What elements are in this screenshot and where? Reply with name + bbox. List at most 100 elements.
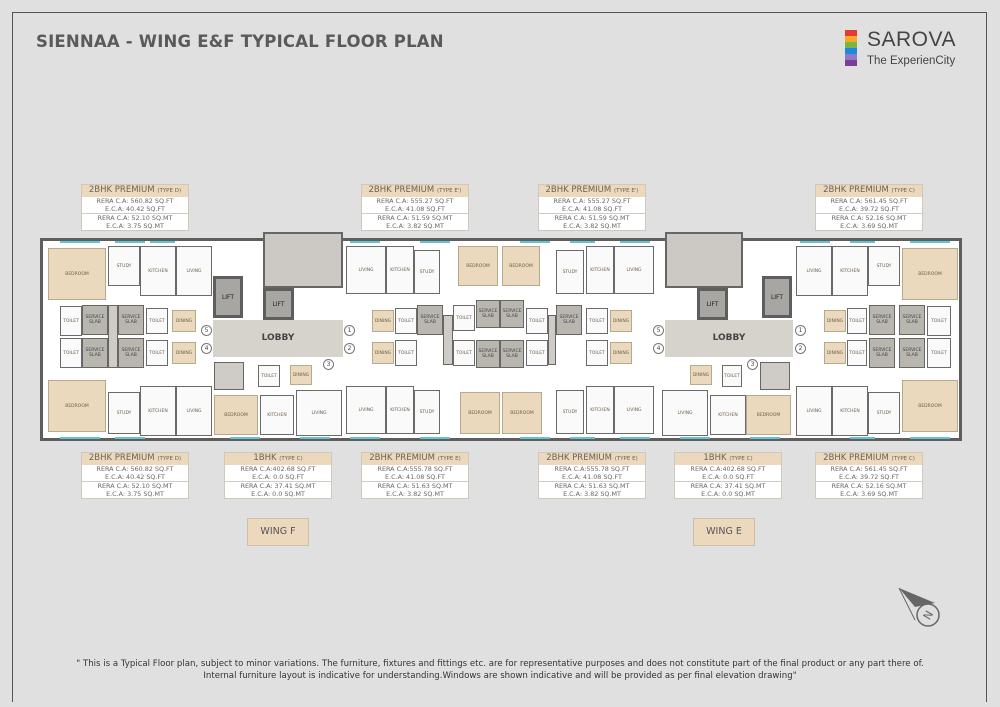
room-bedroom: BEDROOM (902, 248, 958, 300)
room-service-slab: SERVICE SLAB (899, 338, 925, 368)
unit-area-card: 2BHK PREMIUM (TYPE C) RERA C.A: 561.45 S… (815, 184, 923, 231)
room-study: STUDY (414, 250, 440, 294)
room-toilet: TOILET (395, 308, 417, 334)
eca-sqmt: E.C.A: 3.69 SQ.MT (840, 490, 898, 498)
unit-type: 2BHK PREMIUM (TYPE C) (816, 185, 922, 197)
eca-sqmt: E.C.A: 3.75 SQ.MT (106, 490, 164, 498)
unit-type: 2BHK PREMIUM (TYPE D) (82, 453, 188, 465)
unit-type: 2BHK PREMIUM (TYPE D) (82, 185, 188, 197)
rera-carpet-area-sqmt: RERA C.A: 52.10 SQ.MT (82, 213, 188, 222)
room-lobby: LOBBY (213, 320, 343, 357)
unit-type: 2BHK PREMIUM (TYPE E) (362, 453, 468, 465)
room-kitchen: KITCHEN (140, 386, 176, 436)
window (620, 241, 650, 243)
room-service-slab: SERVICE SLAB (476, 340, 500, 368)
window (115, 437, 145, 439)
unit-type-name: 2BHK PREMIUM (545, 185, 612, 195)
room-bedroom: BEDROOM (502, 392, 542, 434)
room-dining: DINING (172, 310, 196, 332)
unit-type-name: 2BHK PREMIUM (823, 453, 889, 463)
flat-door-number: 2 (795, 343, 806, 354)
eca-sqmt: E.C.A: 3.82 SQ.MT (386, 222, 444, 230)
unit-area-card: 2BHK PREMIUM (TYPE D) RERA C.A: 560.82 S… (81, 184, 189, 231)
unit-area-card: 2BHK PREMIUM (TYPE E') RERA C.A: 555.27 … (361, 184, 469, 231)
room-service-slab: SERVICE SLAB (869, 338, 895, 368)
logo-tagline: The ExperienCity (867, 55, 956, 67)
unit-type-name: 2BHK PREMIUM (88, 453, 155, 463)
unit-subtype: (TYPE D) (157, 456, 182, 462)
north-compass-icon: N (895, 585, 945, 634)
room-bedroom: BEDROOM (458, 246, 498, 286)
room-toilet: TOILET (146, 308, 168, 334)
room-service-slab: SERVICE SLAB (899, 305, 925, 335)
rera-carpet-area-sqmt: RERA C.A: 51.63 SQ.MT (362, 481, 468, 490)
unit-area-card: 2BHK PREMIUM (TYPE E) RERA C.A:555.78 SQ… (361, 452, 469, 499)
room-lift: LIFT (213, 276, 243, 318)
logo-mark-icon (845, 30, 857, 66)
window (350, 241, 380, 243)
unit-type-name: 2BHK PREMIUM (369, 453, 435, 463)
eca-sqft: E.C.A: 41.08 SQ.FT (562, 473, 622, 481)
eca-sqmt: E.C.A: 3.69 SQ.MT (840, 222, 898, 230)
sarova-logo: SAROVA The ExperienCity (843, 26, 963, 71)
room-living: LIVING (346, 386, 386, 434)
room-toilet: TOILET (722, 365, 742, 387)
room-study: STUDY (108, 392, 140, 434)
logo-bar (845, 54, 857, 60)
eca-sqft: E.C.A: 39.72 SQ.FT (839, 473, 899, 481)
room-service-slab: SERVICE SLAB (500, 300, 524, 328)
room-dining: DINING (690, 365, 712, 385)
unit-type-name: 1BHK (253, 453, 277, 463)
window (910, 241, 950, 243)
unit-area-card: 1BHK (TYPE C) RERA C.A:402.68 SQ.FT E.C.… (674, 452, 782, 499)
rera-carpet-area-sqmt: RERA C.A: 51.59 SQ.MT (539, 213, 645, 222)
room-study: STUDY (868, 392, 900, 434)
window (850, 437, 875, 439)
unit-type-name: 2BHK PREMIUM (823, 185, 889, 195)
room-lift: LIFT (762, 276, 792, 318)
unit-type: 1BHK (TYPE C) (675, 453, 781, 465)
flat-door-number: 1 (344, 325, 355, 336)
disclaimer-line-2: Internal furniture layout is indicative … (203, 671, 797, 681)
room-study: STUDY (868, 246, 900, 286)
room-service-slab: SERVICE SLAB (82, 338, 108, 368)
room-living: LIVING (346, 246, 386, 294)
unit-area-card: 2BHK PREMIUM (TYPE E') RERA C.A: 555.27 … (538, 184, 646, 231)
room-study: STUDY (108, 246, 140, 286)
room-kitchen: KITCHEN (386, 386, 414, 434)
flat-door-number: 3 (323, 359, 334, 370)
duct-shaft (548, 315, 556, 365)
room-lift: LIFT (697, 288, 728, 320)
room-service-slab: SERVICE SLAB (118, 338, 144, 368)
unit-type-name: 1BHK (703, 453, 727, 463)
rera-carpet-area-sqft: RERA C.A: 555.27 SQ.FT (376, 197, 454, 205)
room-study: STUDY (414, 390, 440, 434)
wing-f-label: WING F (247, 518, 309, 546)
unit-subtype: (TYPE C) (279, 456, 303, 462)
room-kitchen: KITCHEN (586, 246, 614, 294)
rera-carpet-area-sqft: RERA C.A:555.78 SQ.FT (377, 465, 453, 473)
room-dining: DINING (610, 342, 632, 364)
room-kitchen: KITCHEN (710, 395, 746, 435)
room-dining: DINING (824, 342, 846, 364)
logo-bar (845, 42, 857, 48)
eca-sqft: E.C.A: 39.72 SQ.FT (839, 205, 899, 213)
room-toilet: TOILET (586, 308, 608, 334)
unit-type: 2BHK PREMIUM (TYPE E') (362, 185, 468, 197)
room-service-slab: SERVICE SLAB (82, 305, 108, 335)
window (680, 437, 710, 439)
eca-sqft: E.C.A: 41.08 SQ.FT (385, 473, 445, 481)
room-toilet: TOILET (526, 308, 548, 334)
room-dining: DINING (610, 310, 632, 332)
page-frame (12, 12, 987, 702)
rera-carpet-area-sqmt: RERA C.A: 52.16 SQ.MT (816, 481, 922, 490)
rera-carpet-area-sqft: RERA C.A:555.78 SQ.FT (554, 465, 630, 473)
room-kitchen: KITCHEN (832, 386, 868, 436)
window (570, 241, 595, 243)
unit-area-card: 2BHK PREMIUM (TYPE D) RERA C.A: 560.82 S… (81, 452, 189, 499)
room-toilet: TOILET (258, 365, 280, 387)
unit-type-name: 2BHK PREMIUM (368, 185, 435, 195)
room-bedroom: BEDROOM (214, 395, 258, 435)
unit-type: 1BHK (TYPE C) (225, 453, 331, 465)
room-toilet: TOILET (526, 340, 548, 366)
